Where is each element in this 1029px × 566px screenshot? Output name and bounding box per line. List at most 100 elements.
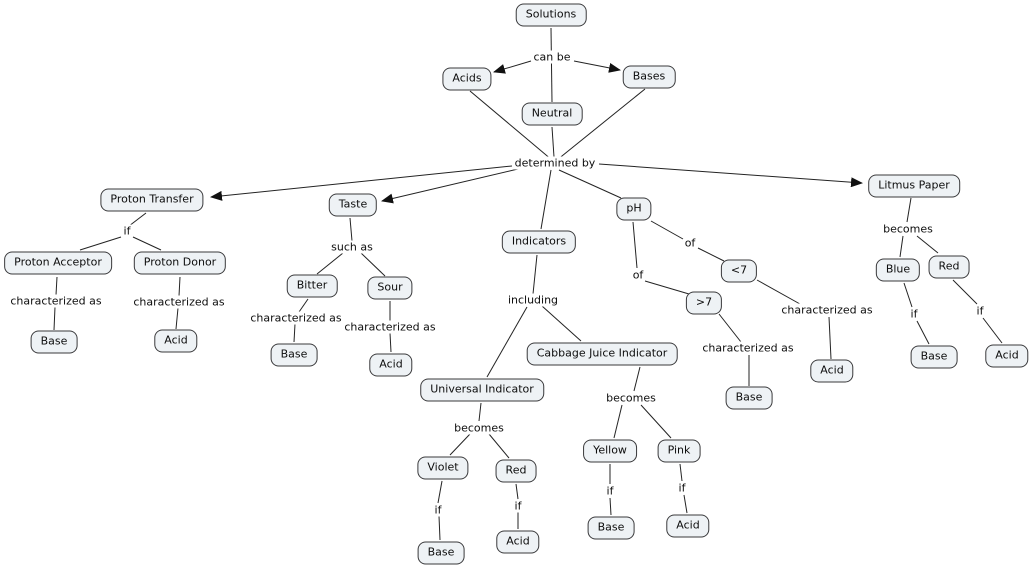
linking-phrase-if-ui-red: if bbox=[513, 499, 523, 513]
linking-phrase-becomes-ui: becomes bbox=[453, 421, 505, 435]
node-taste[interactable]: Taste bbox=[328, 193, 378, 217]
edge-including-cabbage bbox=[541, 305, 582, 342]
edge-determinedby-ph bbox=[558, 169, 622, 199]
node-bitter[interactable]: Bitter bbox=[286, 274, 338, 298]
node-acid-pink[interactable]: Acid bbox=[666, 514, 710, 538]
node-solutions[interactable]: Solutions bbox=[515, 3, 587, 27]
edge-protontransfer-if bbox=[128, 212, 147, 227]
linking-phrase-if-pink: if bbox=[677, 481, 687, 495]
node-acid-ph[interactable]: Acid bbox=[810, 359, 854, 383]
linking-phrase-char-bitter: characterized as bbox=[249, 311, 343, 325]
edge-solutions-neutral bbox=[550, 27, 553, 103]
node-acids[interactable]: Acids bbox=[442, 67, 492, 91]
edge-becomes-violet bbox=[449, 433, 471, 456]
edge-neutral-determinedby bbox=[551, 126, 555, 158]
edge-gt7-char bbox=[718, 313, 742, 343]
node-ph[interactable]: pH bbox=[616, 197, 652, 221]
edge-char-ptbase bbox=[53, 306, 56, 331]
edge-bases-determinedby bbox=[556, 88, 646, 161]
edge-suchas-bitter bbox=[316, 252, 344, 275]
node-base-violet[interactable]: Base bbox=[417, 541, 465, 565]
edge-pink-if bbox=[679, 463, 683, 482]
node-bases[interactable]: Bases bbox=[622, 65, 676, 89]
node-ph-greater-than-7[interactable]: >7 bbox=[685, 291, 723, 315]
edge-char-phacid bbox=[828, 316, 832, 360]
node-blue[interactable]: Blue bbox=[875, 258, 921, 282]
node-base-yellow[interactable]: Base bbox=[587, 516, 635, 540]
linking-phrase-determined-by: determined by bbox=[513, 156, 597, 170]
edge-taste-suchas bbox=[349, 217, 353, 242]
node-universal-indicator[interactable]: Universal Indicator bbox=[420, 378, 544, 402]
edge-blue-if bbox=[903, 282, 913, 308]
edge-if-lpacid bbox=[982, 317, 1003, 344]
node-indicators[interactable]: Indicators bbox=[501, 230, 577, 254]
linking-phrase-can-be: can be bbox=[532, 50, 572, 64]
edge-lpred-if bbox=[952, 279, 978, 305]
node-base-taste[interactable]: Base bbox=[270, 343, 318, 367]
node-acid-taste[interactable]: Acid bbox=[369, 353, 413, 377]
node-pink[interactable]: Pink bbox=[657, 439, 701, 463]
node-base-proton[interactable]: Base bbox=[30, 330, 78, 354]
edge-becomes-yellow bbox=[613, 404, 623, 439]
edge-determinedby-litmus bbox=[598, 163, 863, 188]
edge-if-cjacid bbox=[683, 494, 688, 514]
node-proton-acceptor[interactable]: Proton Acceptor bbox=[4, 251, 112, 275]
node-litmus-paper[interactable]: Litmus Paper bbox=[868, 174, 960, 198]
linking-phrase-of-lt7: of bbox=[683, 236, 697, 250]
linking-phrase-char-donor: characterized as bbox=[132, 295, 226, 309]
edge-ph-of1 bbox=[650, 220, 684, 240]
node-base-litmus[interactable]: Base bbox=[910, 345, 958, 369]
edge-of1-lt7 bbox=[697, 247, 725, 262]
edge-if-donor bbox=[132, 236, 162, 251]
node-violet[interactable]: Violet bbox=[417, 456, 469, 480]
node-base-ph[interactable]: Base bbox=[725, 386, 773, 410]
node-proton-transfer[interactable]: Proton Transfer bbox=[100, 188, 204, 212]
edge-if-lpbase bbox=[916, 320, 930, 345]
node-acid-proton[interactable]: Acid bbox=[154, 329, 198, 353]
node-cabbage-juice-indicator[interactable]: Cabbage Juice Indicator bbox=[526, 342, 678, 366]
linking-phrase-if-blue: if bbox=[909, 307, 919, 321]
node-acid-red-universal[interactable]: Acid bbox=[496, 530, 540, 554]
edge-litmus-becomes bbox=[906, 197, 912, 223]
node-proton-donor[interactable]: Proton Donor bbox=[133, 251, 227, 275]
edge-char-ptacid bbox=[175, 307, 179, 330]
edge-lt7-char bbox=[756, 279, 801, 305]
edge-uired-if bbox=[515, 483, 519, 500]
edge-becomes-uired bbox=[488, 433, 510, 459]
edge-becomes-pink bbox=[640, 404, 672, 439]
node-sour[interactable]: Sour bbox=[367, 276, 413, 300]
edge-canbe-bases bbox=[573, 60, 621, 73]
edge-of2-gt7 bbox=[644, 280, 690, 295]
edge-determinedby-protontransfer bbox=[210, 165, 513, 201]
linking-phrase-char-gt7: characterized as bbox=[701, 341, 795, 355]
edge-ph-of2 bbox=[632, 221, 638, 269]
edge-becomes-lpred bbox=[916, 235, 939, 254]
linking-phrase-if-yellow: if bbox=[605, 484, 615, 498]
node-red-litmus[interactable]: Red bbox=[928, 255, 970, 279]
edge-becomes-blue bbox=[899, 235, 904, 258]
edge-char-tasteacid bbox=[389, 332, 392, 353]
linking-phrase-becomes-litmus: becomes bbox=[882, 222, 934, 236]
edge-acids-determinedby bbox=[469, 90, 553, 161]
edge-suchas-sour bbox=[360, 252, 386, 277]
edge-including-universal bbox=[486, 306, 528, 378]
linking-phrase-char-sour: characterized as bbox=[343, 320, 437, 334]
node-neutral[interactable]: Neutral bbox=[521, 102, 583, 126]
node-yellow[interactable]: Yellow bbox=[583, 439, 637, 463]
node-ph-less-than-7[interactable]: <7 bbox=[720, 259, 758, 283]
linking-phrase-including: including bbox=[506, 293, 560, 307]
node-red-universal[interactable]: Red bbox=[495, 459, 537, 483]
edge-indicators-including bbox=[532, 254, 538, 295]
edge-universal-becomes bbox=[478, 402, 482, 422]
edge-cabbage-becomes bbox=[633, 366, 641, 392]
edge-if-cjbase bbox=[609, 497, 612, 516]
edge-determinedby-indicators bbox=[540, 169, 552, 230]
edge-determinedby-taste bbox=[381, 168, 519, 204]
linking-phrase-if-lp-red: if bbox=[975, 304, 985, 318]
edge-violet-if bbox=[437, 480, 443, 504]
node-acid-litmus[interactable]: Acid bbox=[985, 344, 1029, 368]
linking-phrase-if-violet: if bbox=[433, 503, 443, 517]
edge-acceptor-char bbox=[55, 276, 58, 296]
